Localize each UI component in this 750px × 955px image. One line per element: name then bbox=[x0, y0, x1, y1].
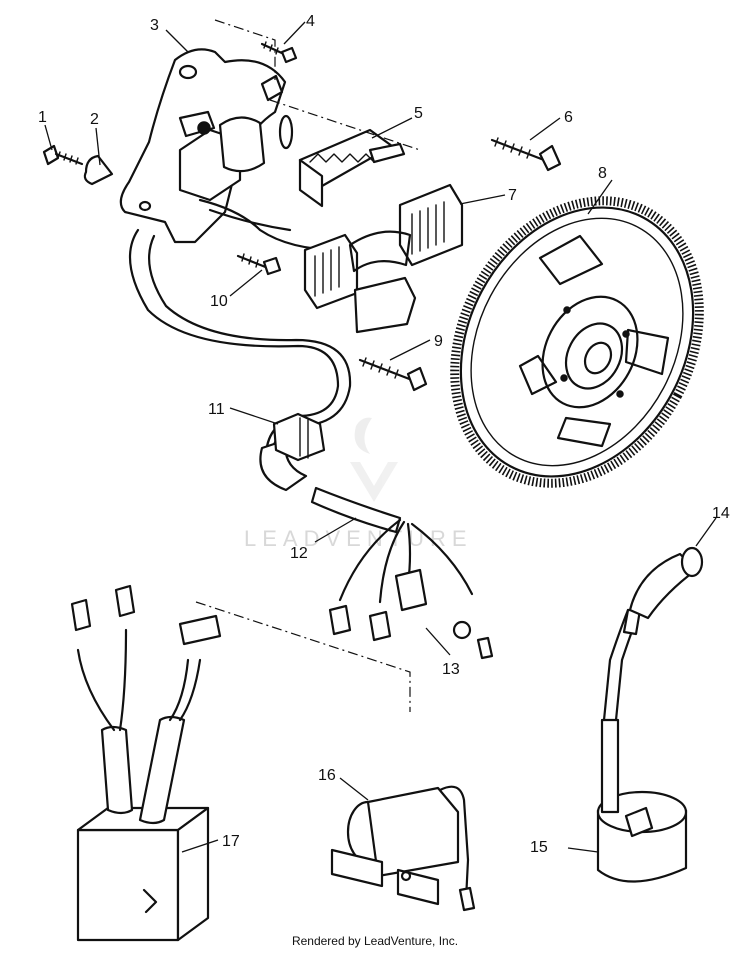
screw-1[interactable] bbox=[42, 144, 84, 166]
dash-line-3 bbox=[269, 99, 421, 151]
footer-credit: Rendered by LeadVenture, Inc. bbox=[291, 934, 459, 948]
regulator[interactable] bbox=[70, 584, 222, 942]
ignition-coil[interactable] bbox=[596, 608, 688, 883]
callouts: 1 2 3 4 5 6 7 8 9 10 11 12 13 14 15 16 1… bbox=[38, 13, 730, 856]
leader-lines bbox=[44, 21, 717, 853]
starter-solenoid[interactable] bbox=[330, 785, 476, 912]
callout-5: 5 bbox=[414, 105, 423, 122]
dash-line-2 bbox=[195, 601, 411, 712]
screw-9[interactable] bbox=[358, 357, 428, 392]
callout-4: 4 bbox=[306, 13, 315, 30]
spark-plug-boot[interactable] bbox=[622, 546, 704, 636]
callout-1: 1 bbox=[38, 109, 47, 126]
callout-7: 7 bbox=[508, 187, 517, 204]
grommet[interactable] bbox=[272, 412, 326, 462]
screw-4[interactable] bbox=[260, 41, 298, 64]
callout-10: 10 bbox=[210, 293, 228, 310]
flywheel[interactable] bbox=[407, 158, 747, 526]
callout-14: 14 bbox=[712, 505, 730, 522]
connector[interactable] bbox=[328, 568, 494, 660]
stator-coil[interactable] bbox=[178, 74, 342, 252]
callout-3: 3 bbox=[150, 17, 159, 34]
callout-11: 11 bbox=[208, 401, 225, 418]
callout-13: 13 bbox=[442, 661, 460, 678]
callout-6: 6 bbox=[564, 109, 573, 126]
callout-2: 2 bbox=[90, 111, 99, 128]
callout-9: 9 bbox=[434, 333, 443, 350]
screw-10[interactable] bbox=[236, 253, 282, 276]
watermark-logo bbox=[350, 417, 398, 502]
screw-6[interactable] bbox=[490, 137, 562, 172]
dash-line-1 bbox=[214, 19, 276, 80]
callout-15: 15 bbox=[530, 839, 548, 856]
callout-16: 16 bbox=[318, 767, 336, 784]
callout-17: 17 bbox=[222, 833, 240, 850]
callout-8: 8 bbox=[598, 165, 607, 182]
clamp-2[interactable] bbox=[83, 154, 114, 186]
callout-12: 12 bbox=[290, 545, 308, 562]
charging-coil[interactable] bbox=[303, 183, 464, 334]
exciter-coil[interactable] bbox=[298, 128, 406, 208]
